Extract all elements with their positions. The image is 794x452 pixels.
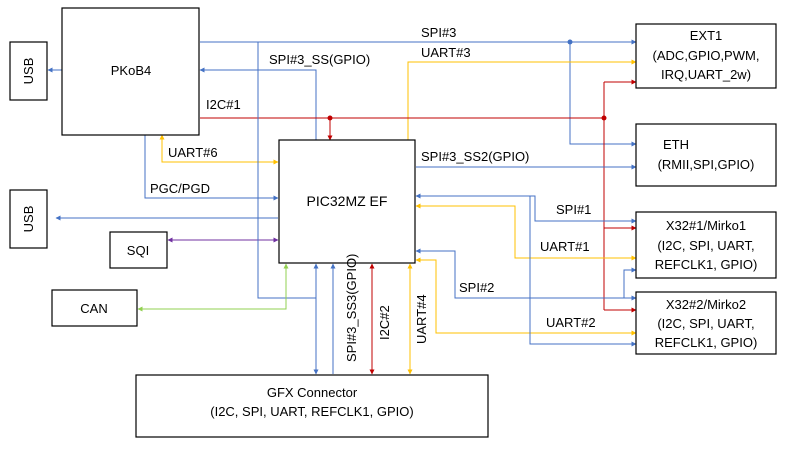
ext1-title: EXT1 (690, 28, 723, 43)
label-uart6: UART#6 (168, 145, 218, 160)
label-spi3: SPI#3 (421, 25, 456, 40)
x32-2-line2: (I2C, SPI, UART, (657, 316, 754, 331)
can-box (51, 289, 138, 327)
spi3-ss-line (199, 67, 317, 140)
eth-box (635, 123, 777, 187)
can-line (137, 263, 289, 312)
spi3-eth-branch (569, 42, 637, 147)
label-spi3-ss2: SPI#3_SS2(GPIO) (421, 149, 529, 164)
usb-mid-label: USB (21, 206, 36, 233)
spi2-mirko1-link (623, 267, 637, 298)
usb-top-box (9, 41, 48, 101)
pgc-pgd-line (144, 135, 279, 201)
spi3-junction (567, 39, 573, 45)
uart2-line (415, 257, 637, 336)
x32-2-box (635, 291, 777, 355)
can-label: CAN (80, 301, 107, 316)
usb-top-label: USB (21, 58, 36, 85)
label-spi1: SPI#1 (556, 202, 591, 217)
pkob4-label: PKoB4 (111, 63, 151, 78)
spi-x2-line (529, 196, 637, 347)
x32-1-box (635, 211, 777, 279)
label-uart1: UART#1 (540, 239, 590, 254)
x32-2-title: X32#2/Mirko2 (666, 297, 746, 312)
gfx-subtitle: (I2C, SPI, UART, REFCLK1, GPIO) (210, 404, 413, 419)
uart3-line (407, 59, 637, 140)
pkob4-box (61, 7, 200, 136)
connections (47, 39, 637, 375)
ext1-line2: (ADC,GPIO,PWM, (653, 48, 760, 63)
x32-1-line2: (I2C, SPI, UART, (657, 238, 754, 253)
sqi-box (109, 231, 168, 269)
i2c1-junction-a (327, 115, 333, 121)
label-uart3: UART#3 (421, 45, 471, 60)
x32-1-title: X32#1/Mirko1 (666, 218, 746, 233)
label-spi2: SPI#2 (459, 280, 494, 295)
eth-subtitle: (RMII,SPI,GPIO) (658, 157, 755, 172)
label-spi3-ss3: SPI#3_SS3(GPIO) (344, 254, 359, 362)
pic-box (278, 139, 416, 264)
uart1-line (415, 203, 637, 261)
blocks: USB PKoB4 USB SQI CAN PIC32MZ EF GFX Con… (9, 7, 777, 438)
label-uart2: UART#2 (546, 315, 596, 330)
label-uart4: UART#4 (414, 294, 429, 344)
label-spi3-ss: SPI#3_SS(GPIO) (269, 52, 370, 67)
signal-labels: SPI#3 SPI#3_SS(GPIO) UART#3 I2C#1 UART#6… (150, 25, 596, 362)
ext1-box (635, 23, 777, 89)
uart6-line (159, 134, 279, 165)
gfx-box (135, 374, 489, 438)
spi1-line (415, 193, 637, 224)
i2c1-junction-b (601, 115, 607, 121)
gfx-title: GFX Connector (267, 385, 358, 400)
usb-mid-box (9, 189, 48, 249)
x32-2-line3: REFCLK1, GPIO) (655, 335, 758, 350)
label-i2c1: I2C#1 (206, 97, 241, 112)
label-pgc-pgd: PGC/PGD (150, 181, 210, 196)
label-i2c2: I2C#2 (377, 305, 392, 340)
x32-1-line3: REFCLK1, GPIO) (655, 257, 758, 272)
ext1-line3: IRQ,UART_2w) (661, 67, 751, 82)
sqi-label: SQI (127, 243, 149, 258)
eth-title: ETH (663, 137, 689, 152)
pic-label: PIC32MZ EF (307, 193, 388, 209)
